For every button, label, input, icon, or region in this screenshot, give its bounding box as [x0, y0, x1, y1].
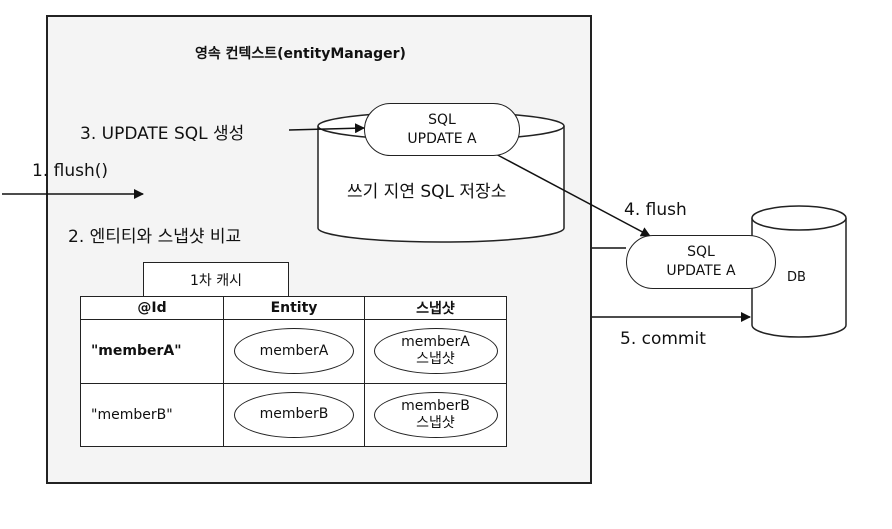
db-sql-label: SQL: [687, 244, 715, 260]
snapshot-entity-name: memberB: [401, 397, 470, 414]
entity-oval: memberA: [234, 328, 354, 375]
cache-row: "memberA" memberA memberA 스냅샷: [80, 319, 507, 384]
db-label: DB: [787, 270, 806, 285]
snapshot-oval: memberA 스냅샷: [373, 328, 498, 375]
cache-header-entity: Entity: [223, 296, 365, 320]
first-level-cache-label: 1차 캐시: [143, 262, 289, 298]
cache-row-id: "memberB": [80, 382, 224, 447]
write-store-sql-pill: SQL UPDATE A: [364, 103, 520, 156]
write-store-sql-statement: UPDATE A: [407, 130, 477, 147]
snapshot-label: 스냅샷: [416, 414, 455, 431]
step-flush: 4. flush: [624, 200, 687, 220]
cache-header-snapshot: 스냅샷: [364, 296, 507, 320]
write-store-label: 쓰기 지연 SQL 저장소: [347, 182, 507, 202]
snapshot-oval: memberB 스냅샷: [373, 391, 498, 438]
cache-row-entity-cell: memberB: [223, 382, 365, 447]
step-flush-call: 1. flush(): [32, 161, 109, 181]
step-compare-snapshot: 2. 엔티티와 스냅샷 비교: [68, 227, 242, 247]
first-level-cache-table: @Id Entity 스냅샷 "memberA" memberA memberA…: [80, 296, 507, 447]
db-sql-pill: SQL UPDATE A: [626, 235, 776, 289]
persistence-context-title: 영속 컨텍스트(entityManager): [195, 46, 406, 62]
snapshot-label: 스냅샷: [416, 351, 455, 368]
cache-row: "memberB" memberB memberB 스냅샷: [80, 382, 507, 447]
cache-row-id-text: "memberB": [91, 406, 173, 423]
first-level-cache-title: 1차 캐시: [190, 273, 242, 289]
entity-oval: memberB: [234, 391, 354, 438]
cache-row-snapshot-cell: memberB 스냅샷: [364, 382, 507, 447]
cache-row-entity-cell: memberA: [223, 319, 365, 384]
cache-row-id: "memberA": [80, 319, 224, 384]
cache-row-id-text: "memberA": [91, 343, 182, 360]
cache-header-id: @Id: [80, 296, 224, 320]
flush-to-db-arrow: [491, 151, 651, 237]
step-update-sql: 3. UPDATE SQL 생성: [80, 124, 245, 144]
cache-row-snapshot-cell: memberA 스냅샷: [364, 319, 507, 384]
step-commit: 5. commit: [620, 329, 706, 349]
snapshot-entity-name: memberA: [401, 334, 470, 351]
db-sql-statement: UPDATE A: [666, 263, 736, 279]
write-store-sql-label: SQL: [428, 111, 456, 128]
cache-header-row: @Id Entity 스냅샷: [80, 296, 507, 320]
entity-name: memberA: [259, 342, 329, 359]
db-cylinder: [751, 205, 847, 338]
entity-name: memberB: [259, 406, 329, 423]
update-sql-arrow: [288, 123, 365, 134]
